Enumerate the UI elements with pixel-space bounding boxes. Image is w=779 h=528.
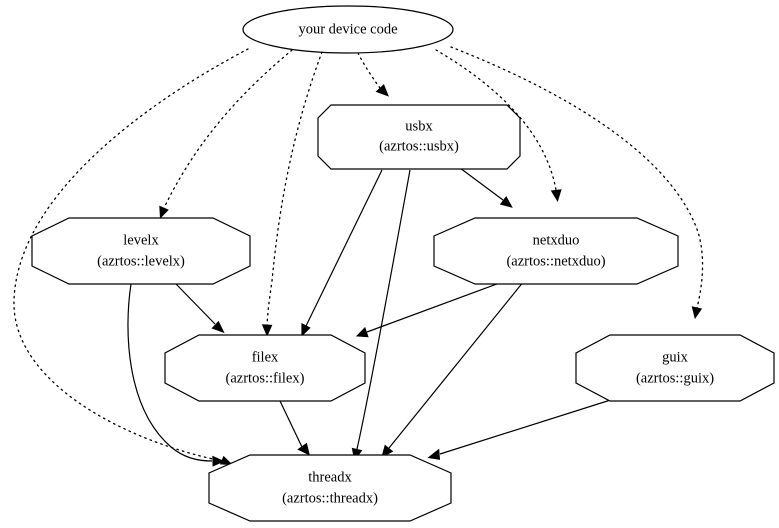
node-levelx-label: levelx [123,232,159,248]
node-your-device-code[interactable]: your device code [242,5,454,54]
edge-netxduo-to-threadx [381,280,525,458]
node-levelx-sublabel: (azrtos::levelx) [97,253,185,269]
node-guix[interactable]: guix (azrtos::guix) [575,334,775,402]
node-guix-label: guix [662,349,689,365]
edge-levelx-to-threadx [127,283,225,467]
node-levelx[interactable]: levelx (azrtos::levelx) [31,217,251,285]
node-threadx-label: threadx [308,469,352,485]
node-usbx-sublabel: (azrtos::usbx) [379,138,459,154]
node-filex-sublabel: (azrtos::filex) [226,370,305,386]
edge-netxduo-to-filex [355,277,514,338]
node-threadx[interactable]: threadx (azrtos::threadx) [208,454,452,522]
node-netxduo[interactable]: netxduo (azrtos::netxduo) [433,217,679,285]
edge-device-to-netxduo [435,49,562,203]
edge-device-to-levelx [159,49,293,219]
edge-device-to-filex [261,51,323,337]
node-usbx-label: usbx [405,118,433,134]
node-your-device-code-label: your device code [298,21,397,37]
edge-levelx-to-filex [175,283,225,334]
node-netxduo-label: netxduo [533,232,580,248]
edge-usbx-to-filex [301,169,383,337]
edge-device-to-usbx [357,52,389,97]
node-threadx-sublabel: (azrtos::threadx) [282,490,378,506]
node-netxduo-sublabel: (azrtos::netxduo) [506,253,605,269]
edge-guix-to-threadx [427,396,621,460]
node-filex-label: filex [252,349,279,365]
node-filex[interactable]: filex (azrtos::filex) [164,334,366,402]
edge-filex-to-threadx [279,400,310,456]
edge-usbx-to-netxduo [459,167,513,208]
edge-device-to-guix [450,46,704,320]
node-usbx[interactable]: usbx (azrtos::usbx) [317,104,521,170]
node-guix-sublabel: (azrtos::guix) [636,370,714,386]
